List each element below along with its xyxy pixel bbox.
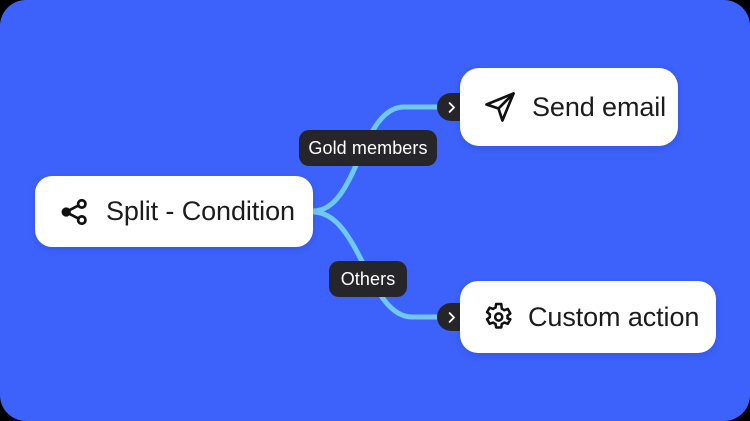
gear-icon bbox=[480, 300, 514, 334]
branch-badge-gold-members[interactable]: Gold members bbox=[299, 130, 437, 166]
node-send-email-label: Send email bbox=[532, 91, 667, 122]
node-split-condition[interactable]: Split - Condition bbox=[35, 176, 313, 247]
paper-plane-icon bbox=[482, 89, 518, 125]
chevron-right-icon bbox=[448, 311, 455, 323]
share-nodes-icon bbox=[57, 195, 91, 229]
chevron-right-icon bbox=[448, 101, 455, 113]
node-send-email[interactable]: Send email bbox=[460, 68, 678, 146]
node-split-condition-label: Split - Condition bbox=[106, 196, 295, 226]
node-custom-action-label: Custom action bbox=[528, 301, 700, 332]
branch-badge-others[interactable]: Others bbox=[329, 261, 407, 297]
node-custom-action[interactable]: Custom action bbox=[460, 281, 716, 353]
